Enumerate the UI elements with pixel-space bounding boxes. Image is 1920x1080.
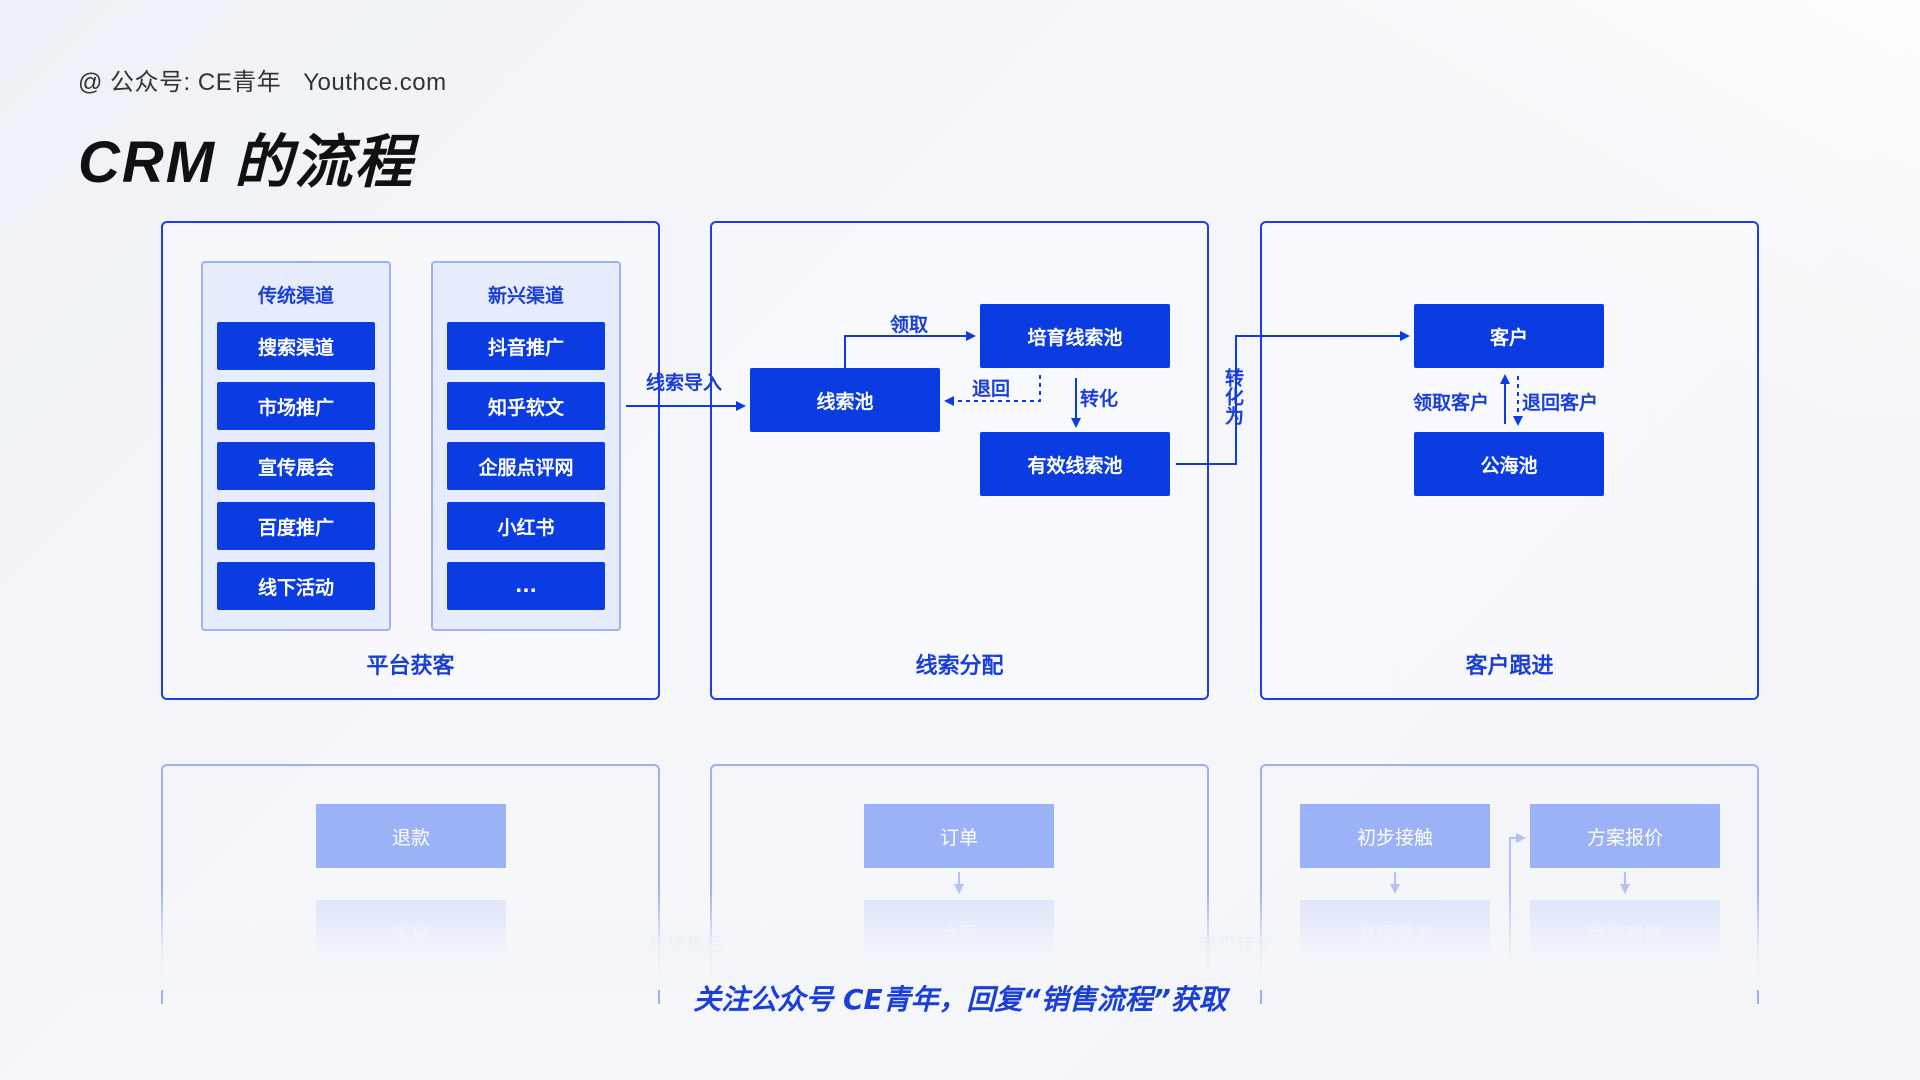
channel-box[interactable]: ... [447, 562, 605, 610]
channel-box[interactable]: 市场推广 [217, 382, 375, 430]
business-meeting-box: 商务对接 [1530, 900, 1720, 964]
claim-customer-label: 领取客户 [1413, 392, 1490, 414]
return-label: 退回 [972, 378, 1011, 400]
brand-site: Youthce.com [303, 69, 447, 96]
after-sales-label: 后续售后 [648, 934, 725, 956]
implement-box: 实施 [316, 900, 506, 964]
panel-platform-caption: 平台获客 [366, 654, 455, 679]
opportunity-label: 商机转化 [1198, 934, 1275, 956]
page-title: CRM 的流程 [78, 130, 415, 195]
lead-pool-box[interactable]: 线索池 [750, 368, 940, 432]
panel-platform: 传统渠道 搜索渠道 市场推广 宣传展会 百度推广 线下活动 新兴渠道 抖音推广 … [161, 221, 660, 700]
channel-box[interactable]: 知乎软文 [447, 382, 605, 430]
footer-cta: 关注公众号 CE青年，回复“销售流程”获取 [693, 983, 1227, 1016]
discover-needs-box: 发现需求 [1300, 900, 1490, 964]
panel-leads-caption: 线索分配 [915, 654, 1004, 679]
order-box: 订单 [864, 804, 1054, 868]
faded-panel-order [710, 764, 1209, 1004]
channel-box[interactable]: 线下活动 [217, 562, 375, 610]
convert-to-label: 转化为 [1222, 368, 1244, 425]
group-traditional: 传统渠道 搜索渠道 市场推广 宣传展会 百度推广 线下活动 [201, 261, 391, 631]
channel-box[interactable]: 企服点评网 [447, 442, 605, 490]
channel-box[interactable]: 宣传展会 [217, 442, 375, 490]
quote-box: 方案报价 [1530, 804, 1720, 868]
nurture-pool-box[interactable]: 培育线索池 [980, 304, 1170, 368]
channel-box[interactable]: 小红书 [447, 502, 605, 550]
group-emerging-title: 新兴渠道 [487, 285, 564, 307]
group-emerging: 新兴渠道 抖音推广 知乎软文 企服点评网 小红书 ... [431, 261, 621, 631]
valid-pool-box[interactable]: 有效线索池 [980, 432, 1170, 496]
claim-label: 领取 [890, 314, 929, 336]
channel-box[interactable]: 抖音推广 [447, 322, 605, 370]
group-traditional-title: 传统渠道 [257, 285, 334, 307]
channel-box[interactable]: 搜索渠道 [217, 322, 375, 370]
convert-label: 转化 [1080, 388, 1119, 410]
refund-box: 退款 [316, 804, 506, 868]
faded-panel-after-sales [161, 764, 660, 1004]
brand-line: @ 公众号: CE青年 Youthce.com [78, 62, 447, 97]
panel-customer-caption: 客户跟进 [1465, 654, 1554, 679]
contract-box: 合同 [864, 900, 1054, 964]
return-customer-label: 退回客户 [1522, 392, 1599, 414]
first-contact-box: 初步接触 [1300, 804, 1490, 868]
faded-panel-opportunity [1260, 764, 1759, 1004]
brand-account: @ 公众号: CE青年 [78, 69, 282, 96]
customer-box[interactable]: 客户 [1414, 304, 1604, 368]
public-pool-box[interactable]: 公海池 [1414, 432, 1604, 496]
channel-box[interactable]: 百度推广 [217, 502, 375, 550]
import-label: 线索导入 [646, 372, 723, 394]
